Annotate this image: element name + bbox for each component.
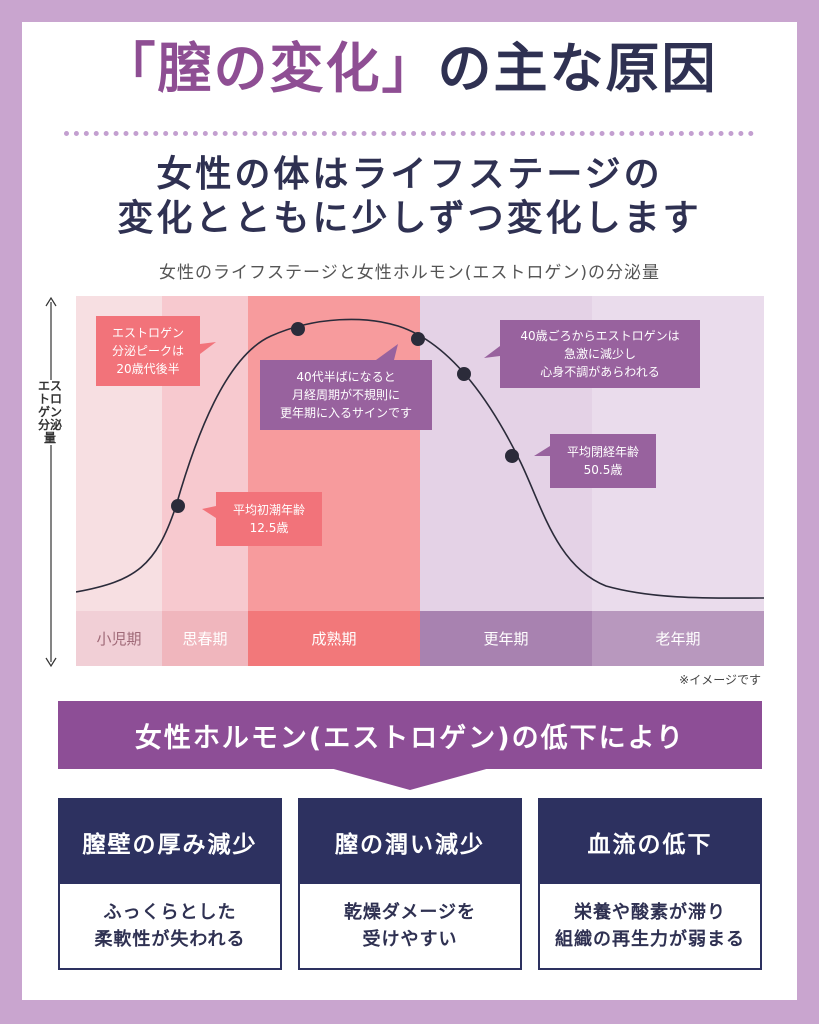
page-title: 「膣の変化」の主な原因 <box>0 24 819 103</box>
subtitle: 女性の体はライフステージの 変化とともに少しずつ変化します <box>0 152 819 240</box>
card-text: 乾燥ダメージを受けやすい <box>300 884 520 968</box>
annotation-callout <box>216 492 322 546</box>
stage-label: 老年期 <box>655 630 700 648</box>
stage-band <box>76 611 162 666</box>
stage-band <box>248 611 420 666</box>
callout-pointer <box>484 346 500 358</box>
curve-marker <box>291 322 305 336</box>
subtitle-line-2: 変化とともに少しずつ変化します <box>117 197 702 239</box>
stage-label: 成熟期 <box>311 630 356 648</box>
stage-region <box>248 296 420 611</box>
annotation-text: 50.5歳 <box>584 463 623 477</box>
annotation-text: 平均初潮年齢 <box>233 502 305 517</box>
annotation-text: 分泌ピークは <box>112 344 184 358</box>
card-title: 膣壁の厚み減少 <box>60 800 280 884</box>
annotation-text: 12.5歳 <box>250 521 289 535</box>
callout-pointer <box>376 344 398 360</box>
stage-band <box>162 611 248 666</box>
title-highlight: 「膣の変化」 <box>101 36 438 100</box>
card-text-line-2: 組織の再生力が弱まる <box>555 929 745 950</box>
callout-pointer <box>534 446 550 456</box>
stage-band <box>592 611 764 666</box>
annotation-callout <box>96 316 200 386</box>
y-axis-arrow <box>45 296 57 668</box>
callout-pointer <box>202 506 216 518</box>
card-text-line-1: 乾燥ダメージを <box>343 902 477 923</box>
image-note: ※イメージです <box>679 673 761 687</box>
banner-arrow <box>330 768 490 790</box>
annotation-callout <box>500 320 700 388</box>
annotation-text: 急激に減少し <box>564 346 636 361</box>
annotation-text: 40代半ばになると <box>296 370 395 384</box>
card-text-line-2: 受けやすい <box>362 929 458 950</box>
annotation-text: 20歳代後半 <box>116 362 179 376</box>
card-text-line-1: 栄養や酸素が滞り <box>574 902 726 923</box>
card-text: 栄養や酸素が滞り組織の再生力が弱まる <box>540 884 760 968</box>
card-title: 血流の低下 <box>540 800 760 884</box>
dotted-divider <box>64 131 754 136</box>
chart-caption: 女性のライフステージと女性ホルモン(エストロゲン)の分泌量 <box>159 263 660 283</box>
curve-marker <box>457 367 471 381</box>
subtitle-line-1: 女性の体はライフステージの <box>156 153 663 195</box>
annotation-text: 40歳ごろからエストロゲンは <box>520 328 679 343</box>
annotation-text: 月経周期が不規則に <box>292 387 400 402</box>
annotation-callout <box>260 360 432 430</box>
card-moisture: 膣の潤い減少 乾燥ダメージを受けやすい <box>298 798 522 970</box>
curve-marker <box>505 449 519 463</box>
card-text-line-1: ふっくらとした <box>103 902 237 923</box>
annotation-callout <box>550 434 656 488</box>
stage-label: 小児期 <box>96 630 141 648</box>
card-title: 膣の潤い減少 <box>300 800 520 884</box>
y-axis-label: エストロゲン分泌量 <box>38 379 63 445</box>
card-text: ふっくらとした柔軟性が失われる <box>60 884 280 968</box>
card-text-line-2: 柔軟性が失われる <box>94 929 246 950</box>
callout-pointer <box>200 342 216 354</box>
curve-marker <box>171 499 185 513</box>
annotation-text: 心身不調があらわれる <box>540 364 659 379</box>
card-wall-thickness: 膣壁の厚み減少 ふっくらとした柔軟性が失われる <box>58 798 282 970</box>
curve-marker <box>411 332 425 346</box>
card-blood-flow: 血流の低下 栄養や酸素が滞り組織の再生力が弱まる <box>538 798 762 970</box>
annotation-text: エストロゲン <box>112 326 184 340</box>
cause-banner: 女性ホルモン(エストロゲン)の低下により <box>58 701 762 769</box>
stage-label: 更年期 <box>483 630 528 648</box>
stage-label: 思春期 <box>182 630 227 648</box>
annotation-text: 平均閉経年齢 <box>567 444 639 459</box>
title-rest: の主な原因 <box>437 36 718 100</box>
annotation-text: 更年期に入るサインです <box>280 406 412 420</box>
stage-band <box>420 611 592 666</box>
